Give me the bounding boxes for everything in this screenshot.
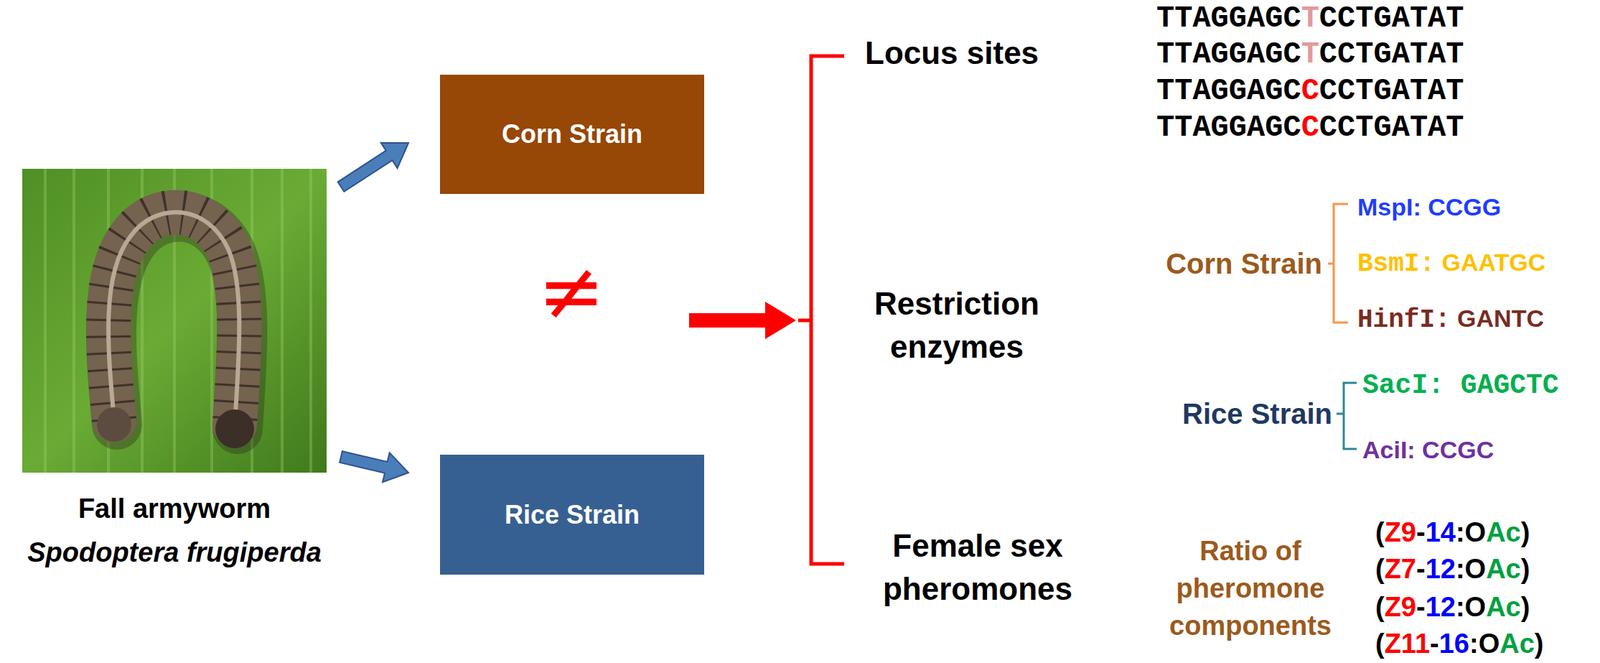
text-part: - — [1429, 628, 1440, 659]
text-part: - — [1416, 591, 1426, 622]
text-part: ( — [1375, 591, 1385, 622]
text-part: CCTGATAT — [1319, 1, 1465, 36]
block-arrow — [338, 142, 409, 192]
rice-bracket — [1336, 382, 1357, 449]
photo-caption: Fall armyworm — [78, 493, 271, 525]
text-part: HinfI: — [1357, 305, 1451, 335]
text-part: Ac — [1485, 516, 1522, 547]
text-part: TTAGGAGC — [1156, 37, 1302, 72]
caterpillar-head — [215, 409, 255, 448]
strain-box: Rice Strain — [440, 454, 705, 575]
caterpillar-stripe — [108, 211, 240, 425]
box-label: Rice Strain — [504, 499, 640, 530]
pheromone-formula: (Z9-14:OAc) — [1375, 516, 1530, 549]
text-part: ) — [1521, 553, 1531, 584]
text-part: :O — [1455, 516, 1486, 547]
photo-caption: Spodoptera frugiperda — [27, 536, 322, 568]
text-part: Z11 — [1384, 628, 1430, 659]
category-label: Female sex pheromones — [873, 524, 1082, 611]
pheromone-formula: (Z11-16:OAc) — [1375, 628, 1544, 660]
text-part: - — [1416, 553, 1426, 584]
text-part: :O — [1469, 628, 1500, 659]
dna-sequence: TTAGGAGCTCCTGATAT — [1156, 37, 1465, 72]
dna-sequence: TTAGGAGCTCCTGATAT — [1156, 1, 1465, 36]
text-part: 12 — [1425, 553, 1456, 584]
text-part: CCTGATAT — [1319, 110, 1465, 145]
photo-node: Fall armywormSpodoptera frugiperda — [22, 168, 327, 473]
dna-sequence: TTAGGAGCCCCTGATAT — [1156, 73, 1465, 109]
text-part: ) — [1521, 516, 1531, 547]
text-part: Ac — [1485, 553, 1522, 584]
text-part: TTAGGAGC — [1156, 110, 1302, 145]
leaf-vein — [72, 168, 76, 473]
text-part: C — [1301, 110, 1320, 145]
enzyme-site: BsmI: GAATGC — [1357, 248, 1546, 279]
text-part: ( — [1375, 516, 1385, 547]
text-part: Ac — [1485, 591, 1522, 622]
text-part: ( — [1375, 628, 1385, 659]
caterpillar-segments — [108, 211, 240, 425]
text-part: Z9 — [1384, 591, 1417, 622]
text-part: Z9 — [1384, 516, 1417, 547]
red-bracket — [798, 55, 845, 564]
strain-label: Rice Strain — [1182, 396, 1333, 430]
corn-bracket — [1327, 203, 1349, 323]
text-part: ) — [1521, 591, 1531, 622]
text-part: CCTGATAT — [1319, 37, 1465, 72]
box-label: Corn Strain — [501, 119, 643, 150]
text-part: T — [1301, 37, 1320, 72]
text-part: ) — [1534, 628, 1545, 659]
text-part: CCTGATAT — [1319, 73, 1465, 109]
text-part: :O — [1455, 553, 1486, 584]
text-part: TTAGGAGC — [1156, 1, 1302, 36]
category-label: Restriction enzymes — [852, 282, 1061, 369]
dna-sequence: TTAGGAGCCCCTGATAT — [1156, 110, 1465, 145]
strain-box: Corn Strain — [440, 74, 705, 194]
strain-label: Corn Strain — [1165, 246, 1323, 280]
category-label: Locus sites — [864, 35, 1039, 72]
pheromone-formula: (Z9-12:OAc) — [1375, 591, 1530, 624]
text-part: ( — [1375, 553, 1385, 584]
enzyme-site: AciI: CCGC — [1362, 435, 1494, 464]
pheromone-note: Ratio of pheromone components — [1157, 531, 1344, 644]
text-part: TTAGGAGC — [1156, 73, 1302, 109]
enzyme-site: MspI: CCGG — [1357, 193, 1501, 222]
text-part: 12 — [1425, 591, 1456, 622]
text-part: C — [1301, 73, 1320, 109]
pheromone-formula: (Z7-12:OAc) — [1375, 553, 1530, 586]
caterpillar-photo — [22, 168, 327, 473]
text-part: BsmI: — [1357, 249, 1435, 279]
red-arrow — [689, 301, 797, 339]
text-part: Z7 — [1384, 553, 1417, 584]
text-part: 14 — [1425, 516, 1456, 547]
enzyme-site: HinfI: GANTC — [1357, 304, 1545, 335]
leaf-vein — [43, 168, 47, 473]
text-part: - — [1416, 516, 1426, 547]
text-part: Ac — [1499, 628, 1535, 659]
enzyme-site: SacI: GAGCTC — [1362, 369, 1560, 402]
leaf-vein — [309, 168, 313, 473]
block-arrow — [339, 450, 409, 482]
text-part: :O — [1455, 591, 1486, 622]
leaf-vein — [280, 168, 284, 473]
caterpillar-body — [108, 211, 240, 425]
text-part: 16 — [1439, 628, 1470, 659]
text-part: T — [1301, 1, 1320, 36]
text-part: GANTC — [1450, 304, 1545, 332]
not-equal-sign: ≠ — [537, 244, 606, 338]
text-part: GAATGC — [1434, 248, 1546, 276]
leaf-background — [22, 168, 327, 473]
caterpillar-tail — [96, 406, 132, 442]
